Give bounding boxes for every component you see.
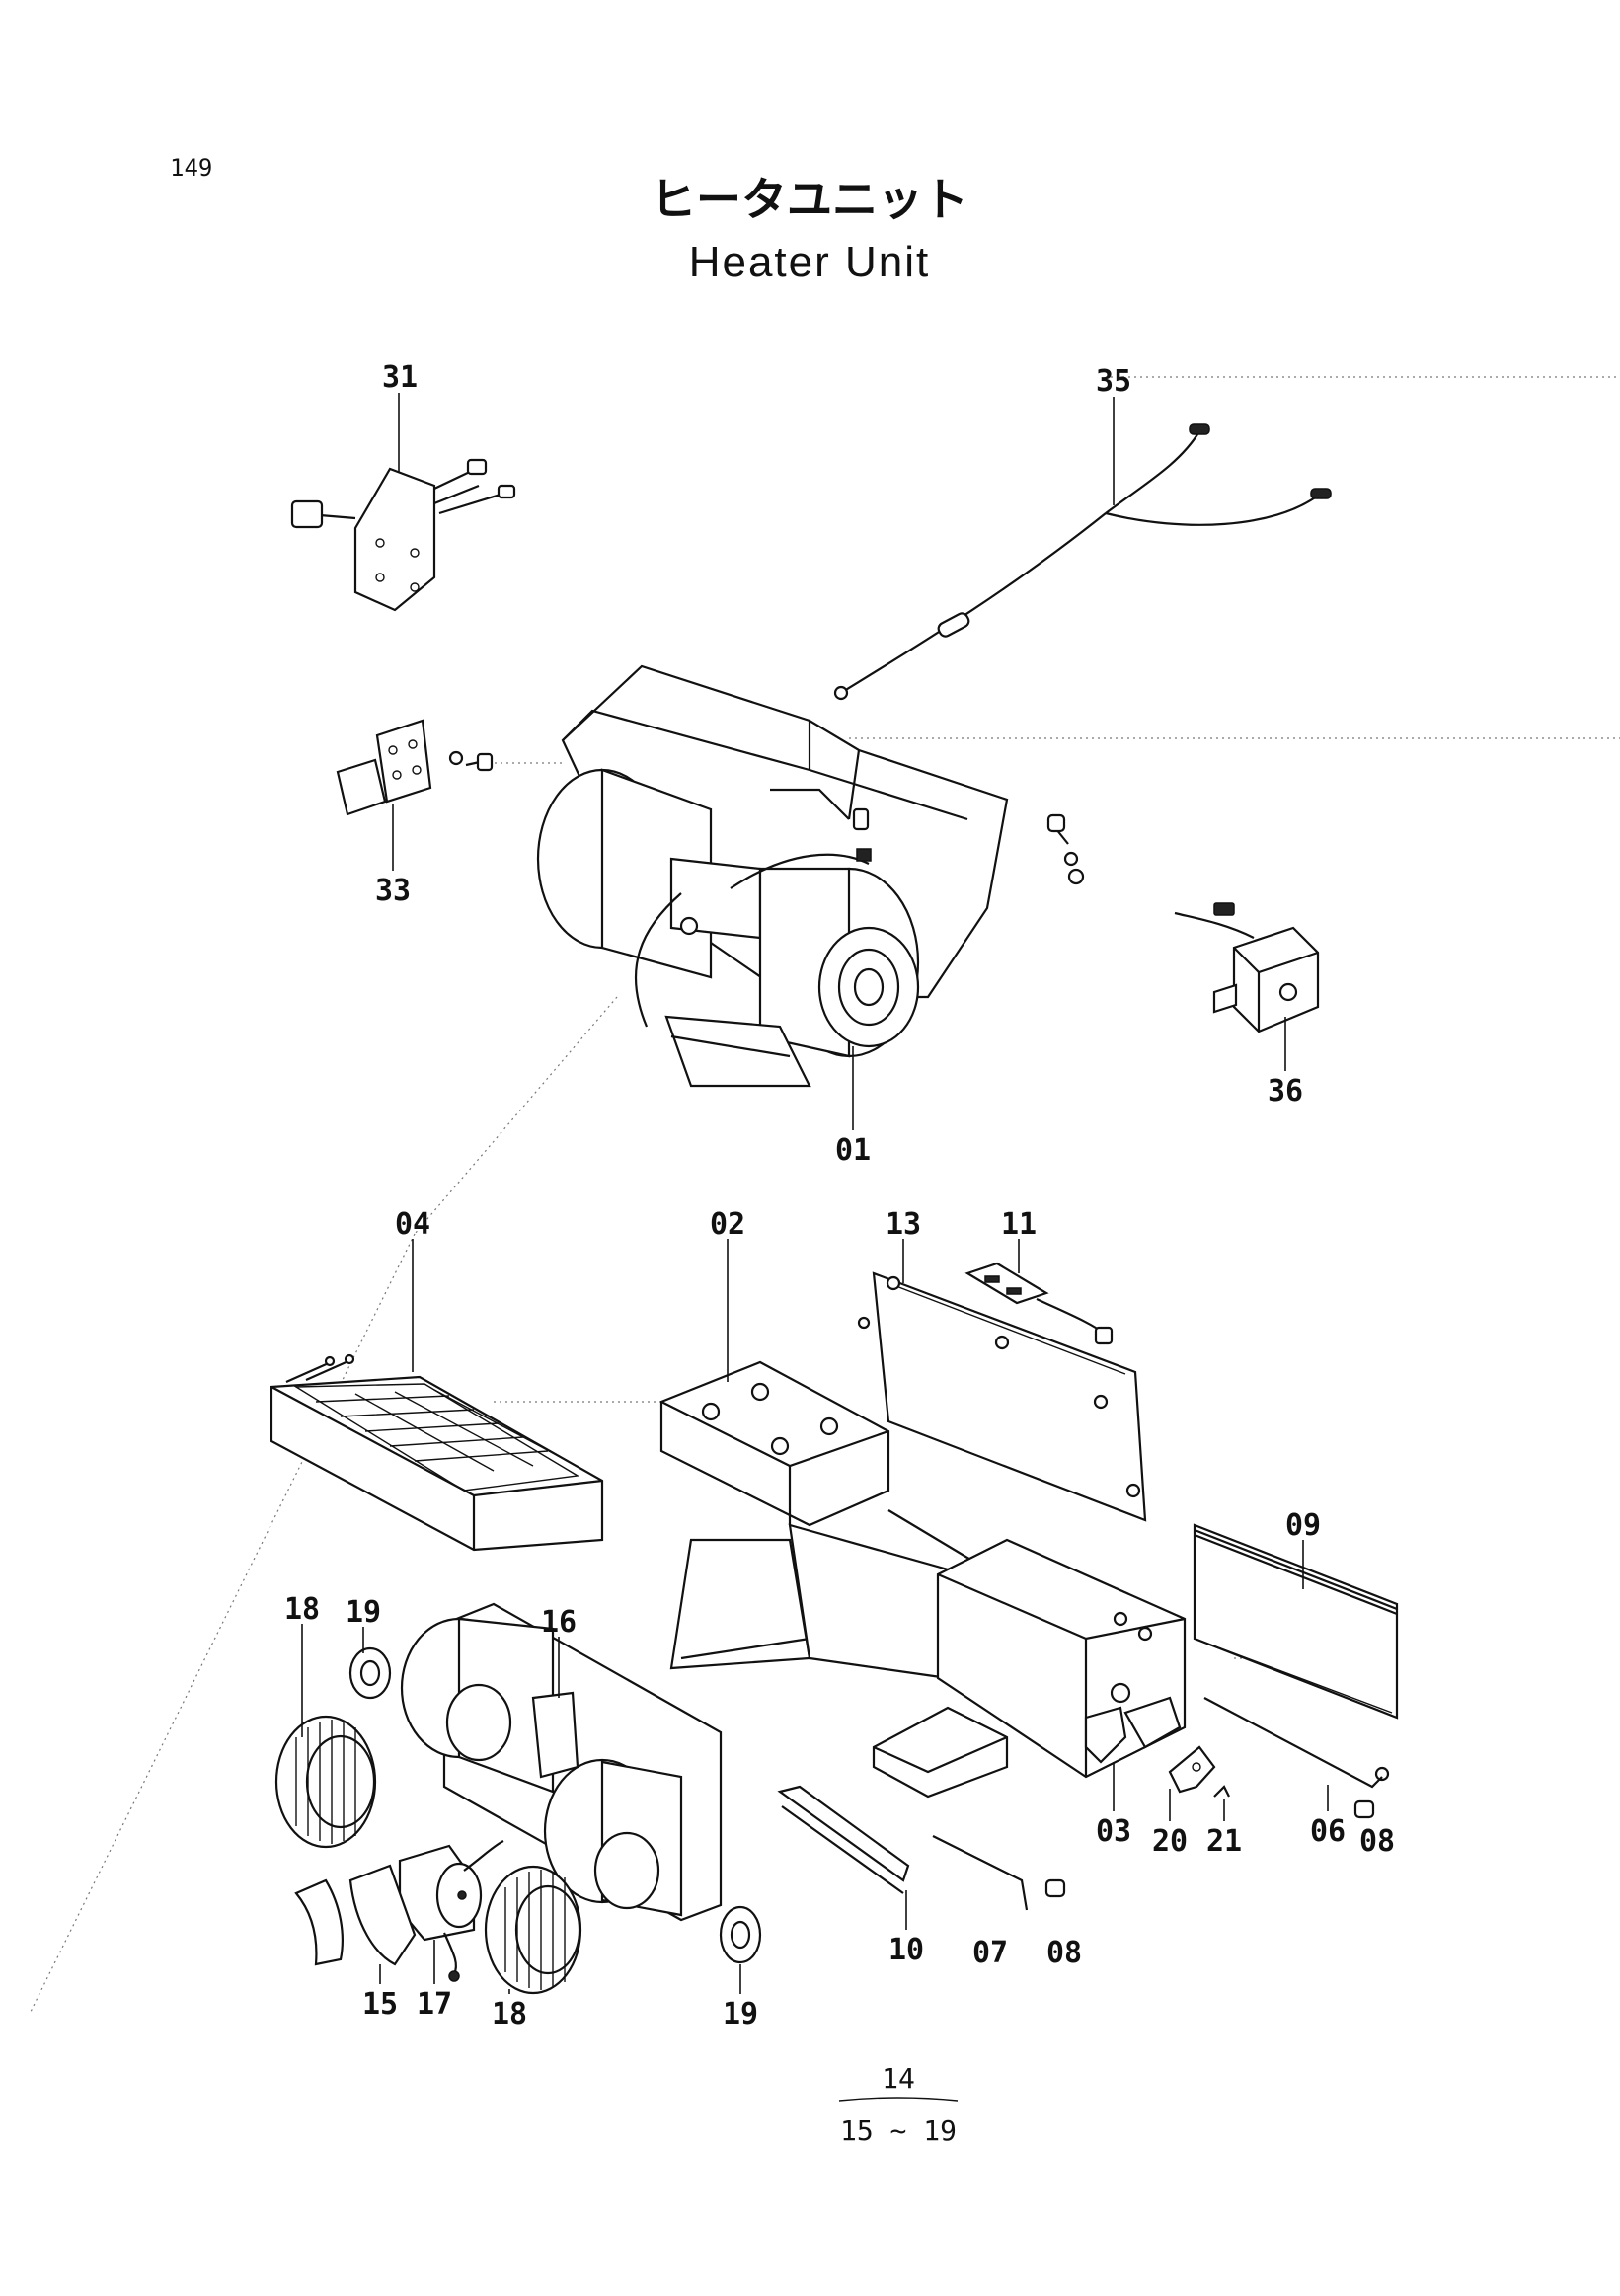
part-17-motor xyxy=(398,1840,504,1982)
label-part-16: 16 xyxy=(541,1605,577,1640)
label-part-36: 36 xyxy=(1268,1074,1303,1109)
label-part-18-bottom: 18 xyxy=(492,1997,527,2031)
part-08-cap-right xyxy=(1353,1799,1375,1819)
part-04-heater-core xyxy=(270,1353,604,1552)
part-13-cover-plate xyxy=(857,1271,1147,1522)
label-part-03: 03 xyxy=(1096,1814,1131,1849)
label-part-31: 31 xyxy=(382,360,418,395)
part-35-wire-harness xyxy=(833,423,1332,701)
label-part-17: 17 xyxy=(417,1987,452,2022)
part-21-clip xyxy=(1213,1785,1230,1798)
label-part-09: 09 xyxy=(1285,1508,1321,1543)
label-part-21: 21 xyxy=(1206,1824,1242,1859)
part-01-heater-assembly xyxy=(536,664,1085,1088)
page-footer: 14 15 ~ 19 xyxy=(838,2062,959,2147)
part-08-cap-left xyxy=(1044,1878,1066,1898)
part-11-switch xyxy=(964,1262,1114,1345)
leader-lines xyxy=(301,393,1329,1994)
part-07-rod xyxy=(932,1835,1029,1911)
part-06-rod xyxy=(1203,1697,1390,1789)
label-part-04: 04 xyxy=(395,1207,430,1242)
label-part-01: 01 xyxy=(835,1133,871,1168)
part-16-blower-case xyxy=(400,1602,723,1922)
part-18-fan-right xyxy=(484,1865,582,1995)
part-19-ring-bottom xyxy=(719,1905,762,1964)
label-part-20: 20 xyxy=(1152,1824,1188,1859)
part-10-damper xyxy=(777,1785,910,1894)
footer-range: 15 ~ 19 xyxy=(840,2114,957,2147)
part-33-mount-bracket xyxy=(336,719,494,816)
label-part-35: 35 xyxy=(1096,364,1131,399)
part-15-strap xyxy=(294,1864,417,1966)
label-part-13: 13 xyxy=(886,1207,921,1242)
label-part-02: 02 xyxy=(710,1207,745,1242)
part-18-fan-left xyxy=(274,1715,377,1849)
label-part-07: 07 xyxy=(972,1936,1008,1970)
part-20-link xyxy=(1168,1745,1216,1794)
label-part-08-left: 08 xyxy=(1046,1936,1082,1970)
label-part-33: 33 xyxy=(375,874,411,908)
label-part-10: 10 xyxy=(888,1933,924,1967)
title-english: Heater Unit xyxy=(689,238,931,286)
part-36-relay xyxy=(1174,902,1320,1033)
label-part-15: 15 xyxy=(362,1987,398,2022)
part-31-valve-bracket xyxy=(290,458,516,612)
part-09-filter xyxy=(1193,1523,1399,1720)
label-part-19-top: 19 xyxy=(346,1595,381,1630)
label-part-18-top: 18 xyxy=(284,1592,320,1627)
label-part-08-right: 08 xyxy=(1359,1824,1395,1859)
part-19-ring-top xyxy=(348,1646,392,1700)
title-japanese: ヒータユニット xyxy=(651,173,968,226)
footer-top-number: 14 xyxy=(882,2062,915,2095)
page-number: 149 xyxy=(170,154,212,182)
label-part-19-bottom: 19 xyxy=(723,1997,758,2031)
label-part-06: 06 xyxy=(1310,1814,1346,1849)
label-part-11: 11 xyxy=(1001,1207,1037,1242)
part-03-case-right xyxy=(872,1538,1187,1799)
